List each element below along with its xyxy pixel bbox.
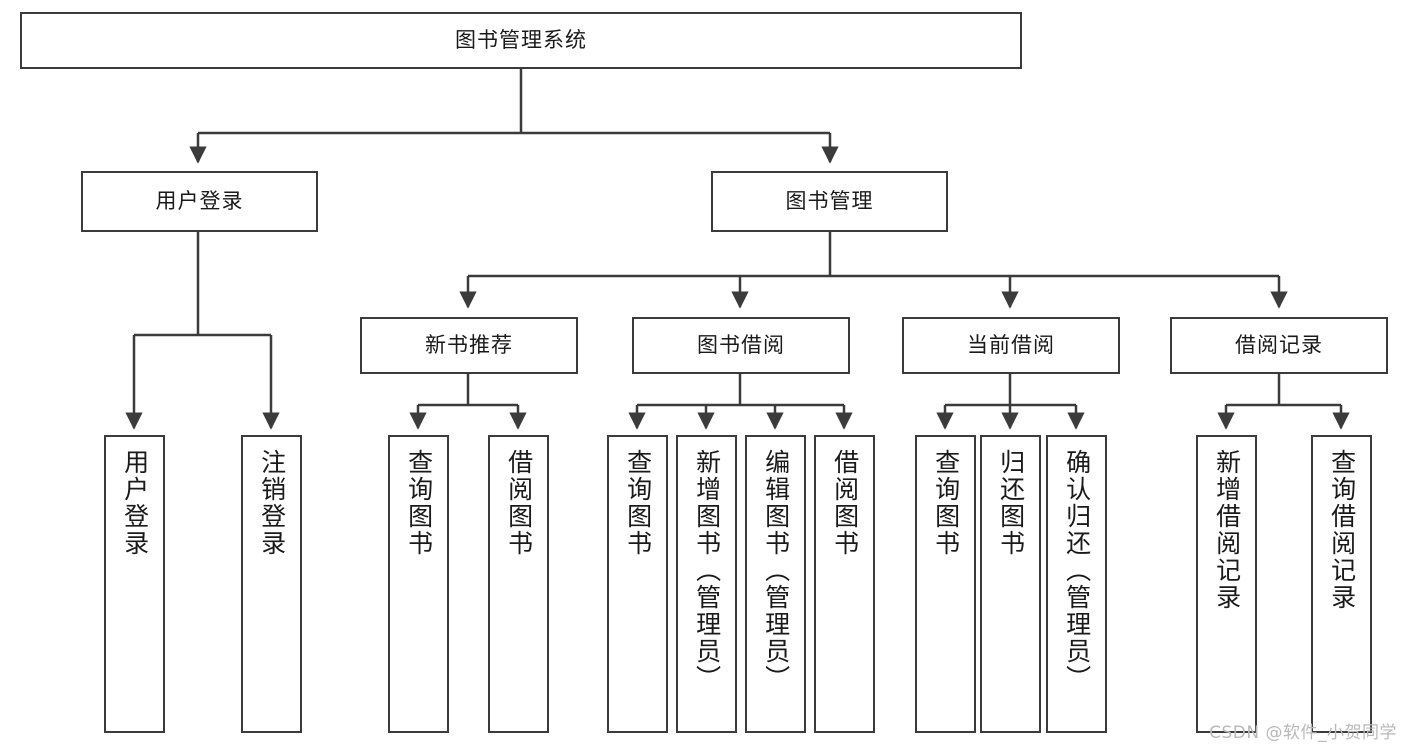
node-label: 新书推荐 bbox=[425, 333, 513, 358]
leaf-record-add-record[interactable]: 新增借阅记录 bbox=[1196, 435, 1257, 733]
node-label: 借阅图书 bbox=[830, 449, 860, 557]
leaf-current-return-book[interactable]: 归还图书 bbox=[980, 435, 1041, 733]
node-book-borrow[interactable]: 图书借阅 bbox=[632, 317, 850, 374]
node-label: 编辑图书（管理员） bbox=[761, 449, 791, 692]
node-label: 查询图书 bbox=[404, 449, 434, 557]
leaf-borrow-query-book[interactable]: 查询图书 bbox=[607, 435, 668, 733]
leaf-borrow-add-book-admin[interactable]: 新增图书（管理员） bbox=[676, 435, 737, 733]
node-label: 确认归还（管理员） bbox=[1062, 449, 1092, 692]
node-current-borrow[interactable]: 当前借阅 bbox=[902, 317, 1120, 374]
leaf-user-login-login[interactable]: 用户登录 bbox=[104, 435, 165, 733]
node-root-system[interactable]: 图书管理系统 bbox=[20, 12, 1022, 69]
node-label: 查询借阅记录 bbox=[1327, 449, 1357, 611]
node-label: 当前借阅 bbox=[967, 333, 1055, 358]
leaf-recommend-borrow-book[interactable]: 借阅图书 bbox=[488, 435, 549, 733]
leaf-current-query-book[interactable]: 查询图书 bbox=[915, 435, 976, 733]
node-borrow-record[interactable]: 借阅记录 bbox=[1170, 317, 1388, 374]
node-label: 用户登录 bbox=[120, 449, 150, 557]
node-label: 图书管理系统 bbox=[455, 28, 587, 53]
node-user-login[interactable]: 用户登录 bbox=[81, 171, 318, 232]
watermark-text: CSDN @软件_小贺同学 bbox=[1209, 723, 1397, 743]
leaf-borrow-borrow-book[interactable]: 借阅图书 bbox=[814, 435, 875, 733]
node-label: 注销登录 bbox=[257, 449, 287, 557]
leaf-user-login-logout[interactable]: 注销登录 bbox=[241, 435, 302, 733]
node-new-book-recommend[interactable]: 新书推荐 bbox=[360, 317, 578, 374]
node-label: 用户登录 bbox=[155, 189, 244, 214]
node-label: 借阅记录 bbox=[1235, 333, 1323, 358]
node-label: 查询图书 bbox=[931, 449, 961, 557]
node-book-management[interactable]: 图书管理 bbox=[711, 171, 948, 232]
node-label: 图书借阅 bbox=[697, 333, 785, 358]
node-label: 归还图书 bbox=[996, 449, 1026, 557]
leaf-borrow-edit-book-admin[interactable]: 编辑图书（管理员） bbox=[745, 435, 806, 733]
node-label: 查询图书 bbox=[623, 449, 653, 557]
leaf-record-query-record[interactable]: 查询借阅记录 bbox=[1311, 435, 1372, 733]
node-label: 图书管理 bbox=[785, 189, 874, 214]
leaf-current-confirm-return-admin[interactable]: 确认归还（管理员） bbox=[1046, 435, 1107, 733]
node-label: 新增图书（管理员） bbox=[692, 449, 722, 692]
node-label: 新增借阅记录 bbox=[1212, 449, 1242, 611]
leaf-recommend-query-book[interactable]: 查询图书 bbox=[388, 435, 449, 733]
node-label: 借阅图书 bbox=[504, 449, 534, 557]
